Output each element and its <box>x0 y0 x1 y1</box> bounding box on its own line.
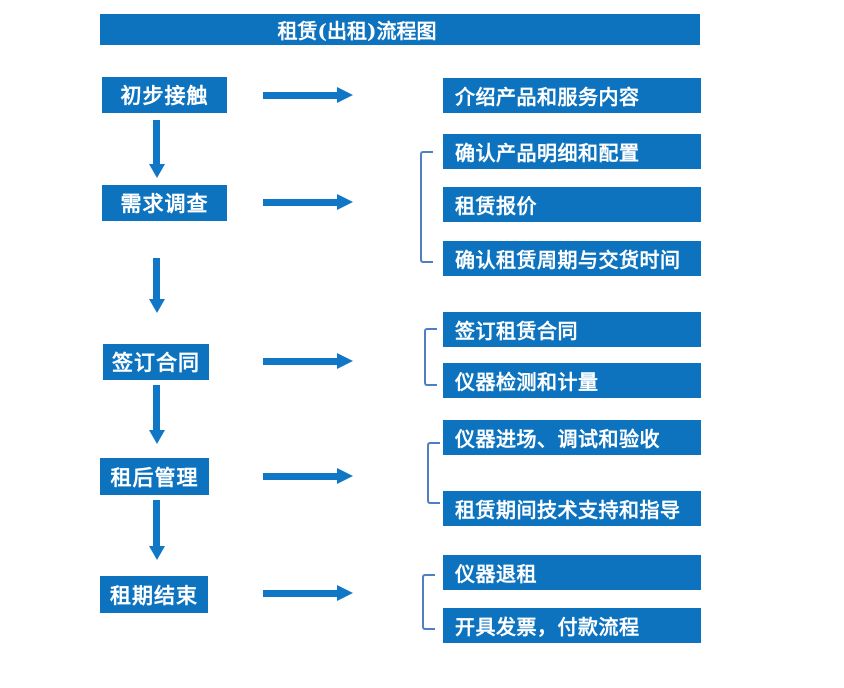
flow-arrow-right-1 <box>263 87 353 103</box>
detail-box-introduce-products: 介绍产品和服务内容 <box>443 78 701 113</box>
detail-box-instrument-testing: 仪器检测和计量 <box>443 363 701 398</box>
bracket-group-post-rental <box>427 442 440 504</box>
detail-box-confirm-product-config: 确认产品明细和配置 <box>443 134 701 169</box>
flow-arrow-down-3 <box>148 385 165 444</box>
stage-box-post-rental-management: 租后管理 <box>100 458 209 495</box>
detail-box-technical-support: 租赁期间技术支持和指导 <box>443 491 701 526</box>
stage-label: 租后管理 <box>110 464 199 490</box>
bracket-group-rental-end <box>422 574 435 630</box>
stage-label: 需求调查 <box>120 191 209 216</box>
flow-arrow-right-3 <box>263 353 353 369</box>
detail-box-rental-quote: 租赁报价 <box>443 187 701 222</box>
detail-label: 确认租赁周期与交货时间 <box>455 248 681 272</box>
flowchart-title-bar: 租赁(出租)流程图 <box>100 14 700 45</box>
stage-box-sign-contract: 签订合同 <box>103 344 209 380</box>
stage-label: 初步接触 <box>120 83 209 108</box>
stage-box-initial-contact: 初步接触 <box>102 77 227 113</box>
bracket-group-demand-survey <box>420 151 433 263</box>
detail-box-confirm-period-delivery: 确认租赁周期与交货时间 <box>443 241 701 276</box>
stage-box-rental-end: 租期结束 <box>100 576 208 613</box>
flow-arrow-down-4 <box>148 500 165 560</box>
flow-arrow-right-2 <box>263 194 353 210</box>
flow-arrow-down-2 <box>148 258 165 313</box>
bracket-group-sign-contract <box>424 328 437 386</box>
detail-label: 仪器进场、调试和验收 <box>455 427 660 451</box>
detail-label: 租赁期间技术支持和指导 <box>455 498 681 522</box>
flow-arrow-right-5 <box>263 585 353 601</box>
detail-label: 确认产品明细和配置 <box>455 141 640 165</box>
detail-box-sign-rental-contract: 签订租赁合同 <box>443 312 701 347</box>
flowchart-title: 租赁(出租)流程图 <box>277 19 437 43</box>
detail-box-instrument-setup-acceptance: 仪器进场、调试和验收 <box>443 420 701 455</box>
detail-box-invoice-payment: 开具发票，付款流程 <box>443 608 701 643</box>
detail-label: 签订租赁合同 <box>455 319 578 343</box>
detail-label: 仪器检测和计量 <box>455 370 599 394</box>
flow-arrow-right-4 <box>263 468 353 484</box>
detail-label: 仪器退租 <box>455 562 537 586</box>
stage-label: 租期结束 <box>110 582 198 608</box>
flow-arrow-down-1 <box>148 120 165 178</box>
stage-label: 签订合同 <box>112 350 200 375</box>
detail-label: 租赁报价 <box>455 194 537 218</box>
detail-label: 开具发票，付款流程 <box>455 615 640 639</box>
detail-label: 介绍产品和服务内容 <box>455 85 640 109</box>
detail-box-instrument-return: 仪器退租 <box>443 555 701 590</box>
stage-box-demand-survey: 需求调查 <box>102 185 227 221</box>
